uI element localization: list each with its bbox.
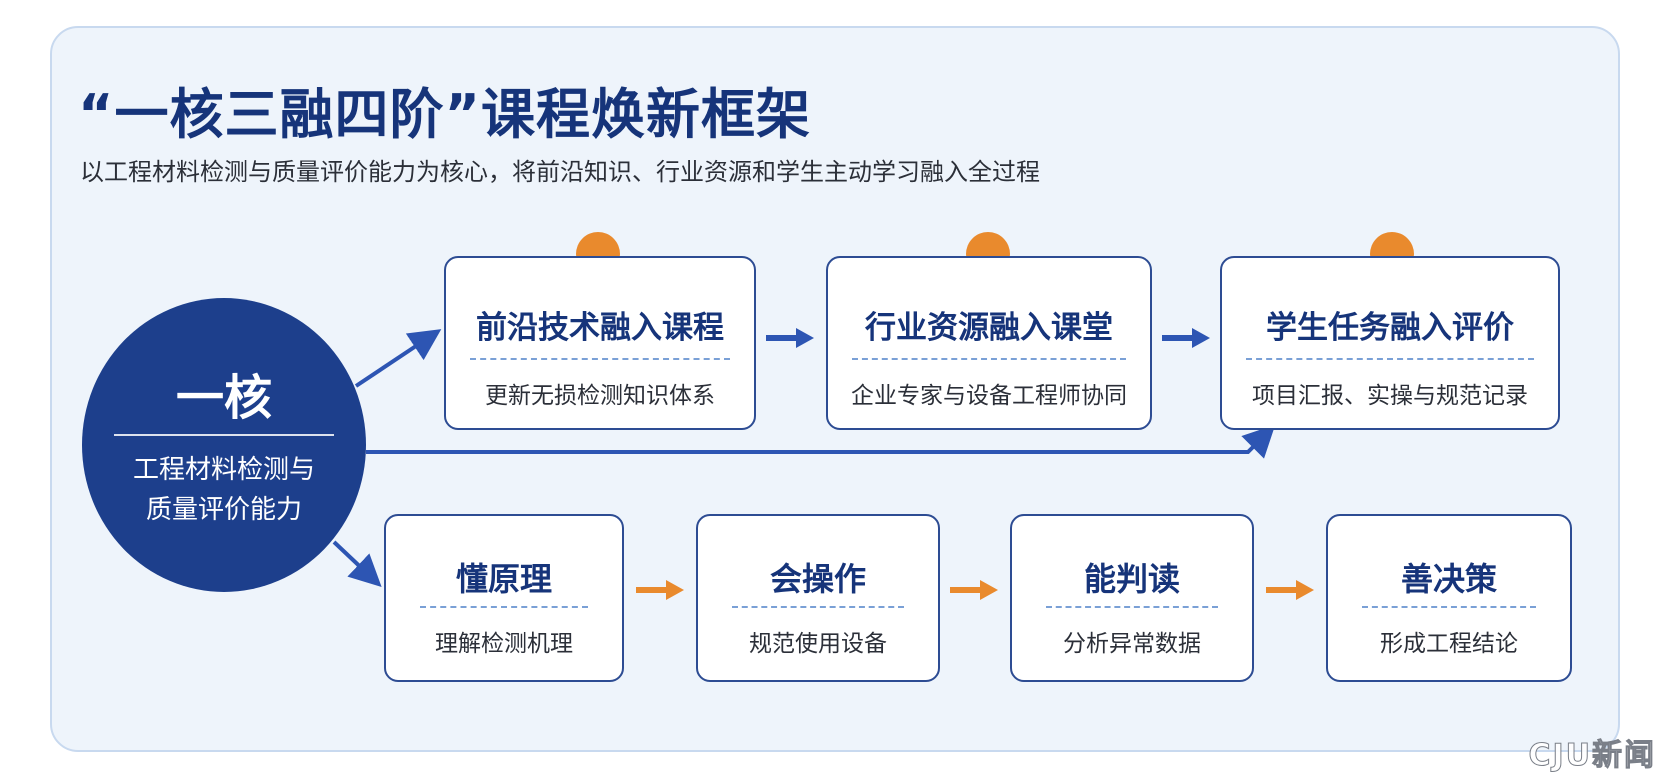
core-circle: 一核 工程材料检测与 质量评价能力 xyxy=(82,298,366,592)
arrow-top-2-3 xyxy=(1162,328,1210,348)
stage-card-title: 懂原理 xyxy=(455,560,552,598)
core-description: 工程材料检测与 质量评价能力 xyxy=(112,450,336,530)
integration-card-title: 前沿技术融入课程 xyxy=(476,310,724,346)
stage-card-4: 善决策 形成工程结论 xyxy=(1326,514,1572,682)
card-divider xyxy=(470,358,730,360)
stage-card-title: 会操作 xyxy=(769,560,866,598)
arrow-bottom-3-4 xyxy=(1266,580,1314,600)
arrow-core-to-bottom xyxy=(332,540,382,587)
integration-card-title: 学生任务融入评价 xyxy=(1266,310,1514,346)
integration-card-desc: 更新无损检测知识体系 xyxy=(485,383,715,409)
card-divider xyxy=(852,358,1126,360)
watermark: CJU新闻 xyxy=(1528,738,1656,774)
core-title: 一核 xyxy=(175,370,272,426)
page-subtitle: 以工程材料检测与质量评价能力为核心，将前沿知识、行业资源和学生主动学习融入全过程 xyxy=(80,158,1040,186)
arrow-bottom-1-2 xyxy=(636,580,684,600)
arrow-bottom-2-3 xyxy=(950,580,998,600)
integration-card-desc: 企业专家与设备工程师协同 xyxy=(851,383,1127,409)
integration-card-desc: 项目汇报、实操与规范记录 xyxy=(1252,383,1528,409)
core-desc-line2: 质量评价能力 xyxy=(145,495,302,525)
card-divider xyxy=(420,606,588,608)
stage-card-title: 善决策 xyxy=(1400,560,1497,598)
stage-card-1: 懂原理 理解检测机理 xyxy=(384,514,624,682)
integration-card-title: 行业资源融入课堂 xyxy=(865,310,1113,346)
card-divider xyxy=(1362,606,1536,608)
integration-card-3: 学生任务融入评价 项目汇报、实操与规范记录 xyxy=(1220,256,1560,430)
integration-card-2: 行业资源融入课堂 企业专家与设备工程师协同 xyxy=(826,256,1152,430)
arrow-core-to-top xyxy=(354,329,442,388)
card-divider xyxy=(1046,606,1218,608)
card-divider xyxy=(1246,358,1534,360)
stage-card-2: 会操作 规范使用设备 xyxy=(696,514,940,682)
stage-card-desc: 规范使用设备 xyxy=(749,631,887,657)
stage-card-title: 能判读 xyxy=(1083,560,1180,598)
card-divider xyxy=(732,606,904,608)
core-desc-line1: 工程材料检测与 xyxy=(132,455,315,485)
arrow-core-to-evaluation xyxy=(366,424,1276,459)
stage-card-3: 能判读 分析异常数据 xyxy=(1010,514,1254,682)
page-title: “一核三融四阶”课程焕新框架 xyxy=(78,83,811,146)
stage-card-desc: 理解检测机理 xyxy=(435,631,573,657)
arrow-top-1-2 xyxy=(766,328,814,348)
integration-card-1: 前沿技术融入课程 更新无损检测知识体系 xyxy=(444,256,756,430)
stage-card-desc: 形成工程结论 xyxy=(1380,631,1518,657)
core-divider xyxy=(114,434,334,436)
stage-card-desc: 分析异常数据 xyxy=(1063,631,1201,657)
